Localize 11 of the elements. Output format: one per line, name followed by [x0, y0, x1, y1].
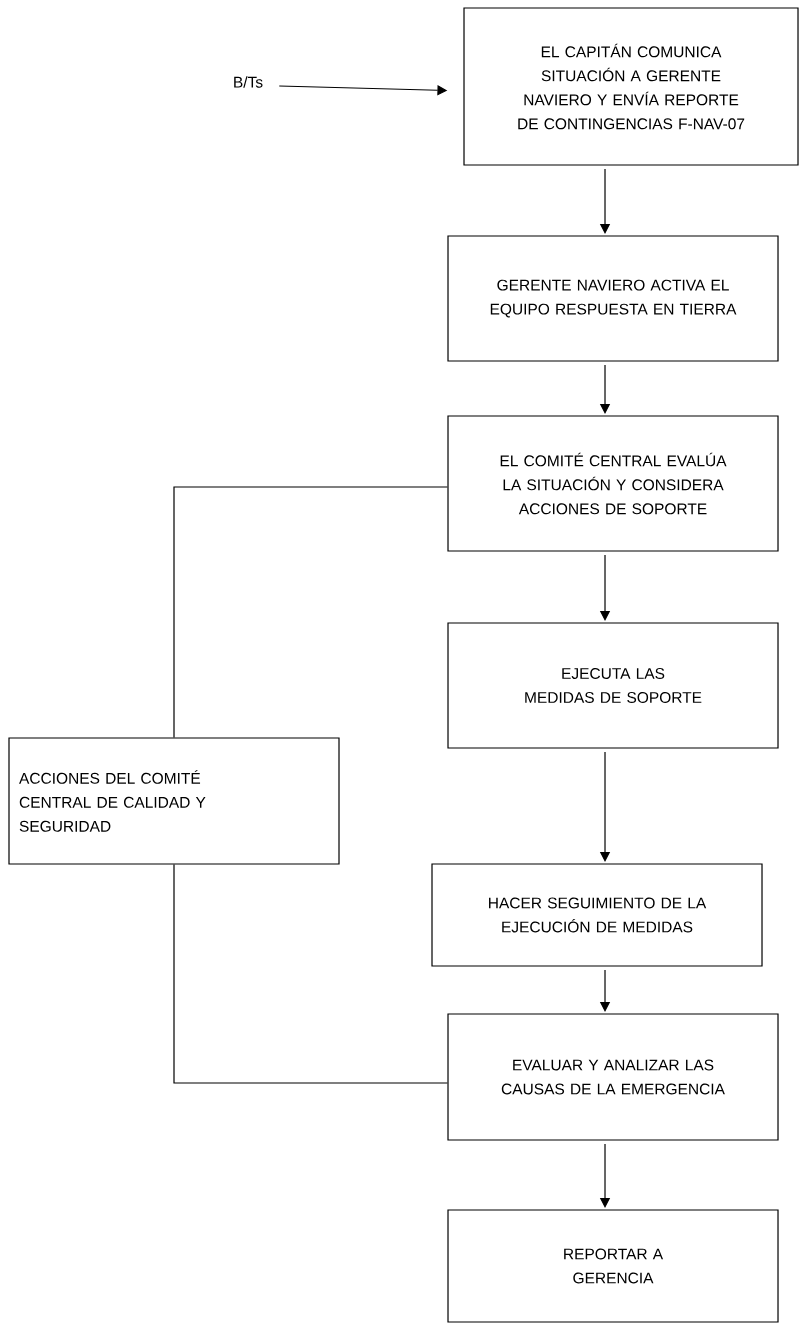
process-box: EL COMITÉ CENTRAL EVALÚA LA SITUACIÓN Y CONSIDERA ACCIONES DE SOPORTE	[447, 415, 779, 552]
process-box: EL CAPITÁN COMUNICA SITUACIÓN A GERENTE NAVIERO Y ENVÍA REPORTE DE CONTINGENCIAS F-NAV-07	[463, 7, 799, 166]
input-label: B/Ts	[234, 76, 263, 88]
process-box: ACCIONES DEL COMITÉ CENTRAL DE CALIDAD Y SEGURIDAD	[8, 737, 340, 865]
process-box: GERENTE NAVIERO ACTIVA EL EQUIPO RESPUESTA EN TIERRA	[447, 235, 779, 362]
process-box: REPORTAR A GERENCIA	[447, 1209, 779, 1323]
process-box: HACER SEGUIMIENTO DE LA EJECUCIÓN DE MEDIDAS	[431, 863, 763, 967]
connector-line	[173, 486, 448, 738]
process-box: EVALUAR Y ANALIZAR LAS CAUSAS DE LA EMERGENCIA	[447, 1013, 779, 1141]
connector-line	[173, 864, 448, 1084]
process-box: EJECUTA LAS MEDIDAS DE SOPORTE	[447, 622, 779, 749]
